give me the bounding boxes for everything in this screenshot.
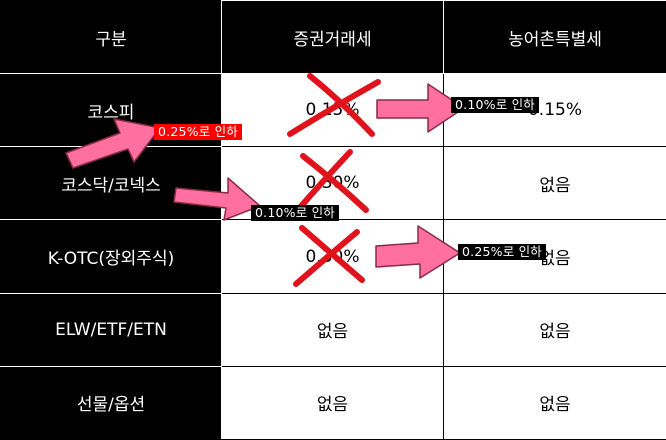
elw-transaction-tax: 없음 [221, 292, 444, 367]
kosdaq-cut-label: 0.10%로 인하 [251, 205, 339, 221]
row-label-futures: 선물/옵션 [0, 365, 222, 440]
table-header-row: 구분 증권거래세 농어촌특별세 [0, 0, 666, 75]
row-label-kosdaq: 코스닥/코넥스 [0, 146, 222, 221]
table-row: 선물/옵션 없음 없음 [0, 365, 666, 440]
kospi-special-tax: 0.15% [443, 73, 666, 148]
row-label-kotc: K-OTC(장외주식) [0, 219, 222, 294]
kotc-cut-label: 0.25%로 인하 [458, 244, 546, 260]
futures-special-tax: 없음 [443, 365, 666, 440]
kotc-transaction-tax: 0.30% [221, 219, 444, 294]
elw-special-tax: 없음 [443, 292, 666, 367]
futures-transaction-tax: 없음 [221, 365, 444, 440]
kosdaq-special-tax: 없음 [443, 146, 666, 221]
table-row: ELW/ETF/ETN 없음 없음 [0, 292, 666, 367]
kospi-transaction-tax: 0.15% [221, 73, 444, 148]
table-row: K-OTC(장외주식) 0.30% 없음 [0, 219, 666, 294]
row-label-elw: ELW/ETF/ETN [0, 292, 222, 367]
table-row: 코스피 0.15% 0.15% [0, 73, 666, 148]
header-special-tax: 농어촌특별세 [443, 0, 666, 75]
header-transaction-tax: 증권거래세 [221, 0, 444, 75]
kospi-special-tax-label: 0.10%로 인하 [451, 97, 539, 113]
kospi-cut-label: 0.25%로 인하 [154, 124, 242, 140]
header-category: 구분 [0, 0, 222, 75]
